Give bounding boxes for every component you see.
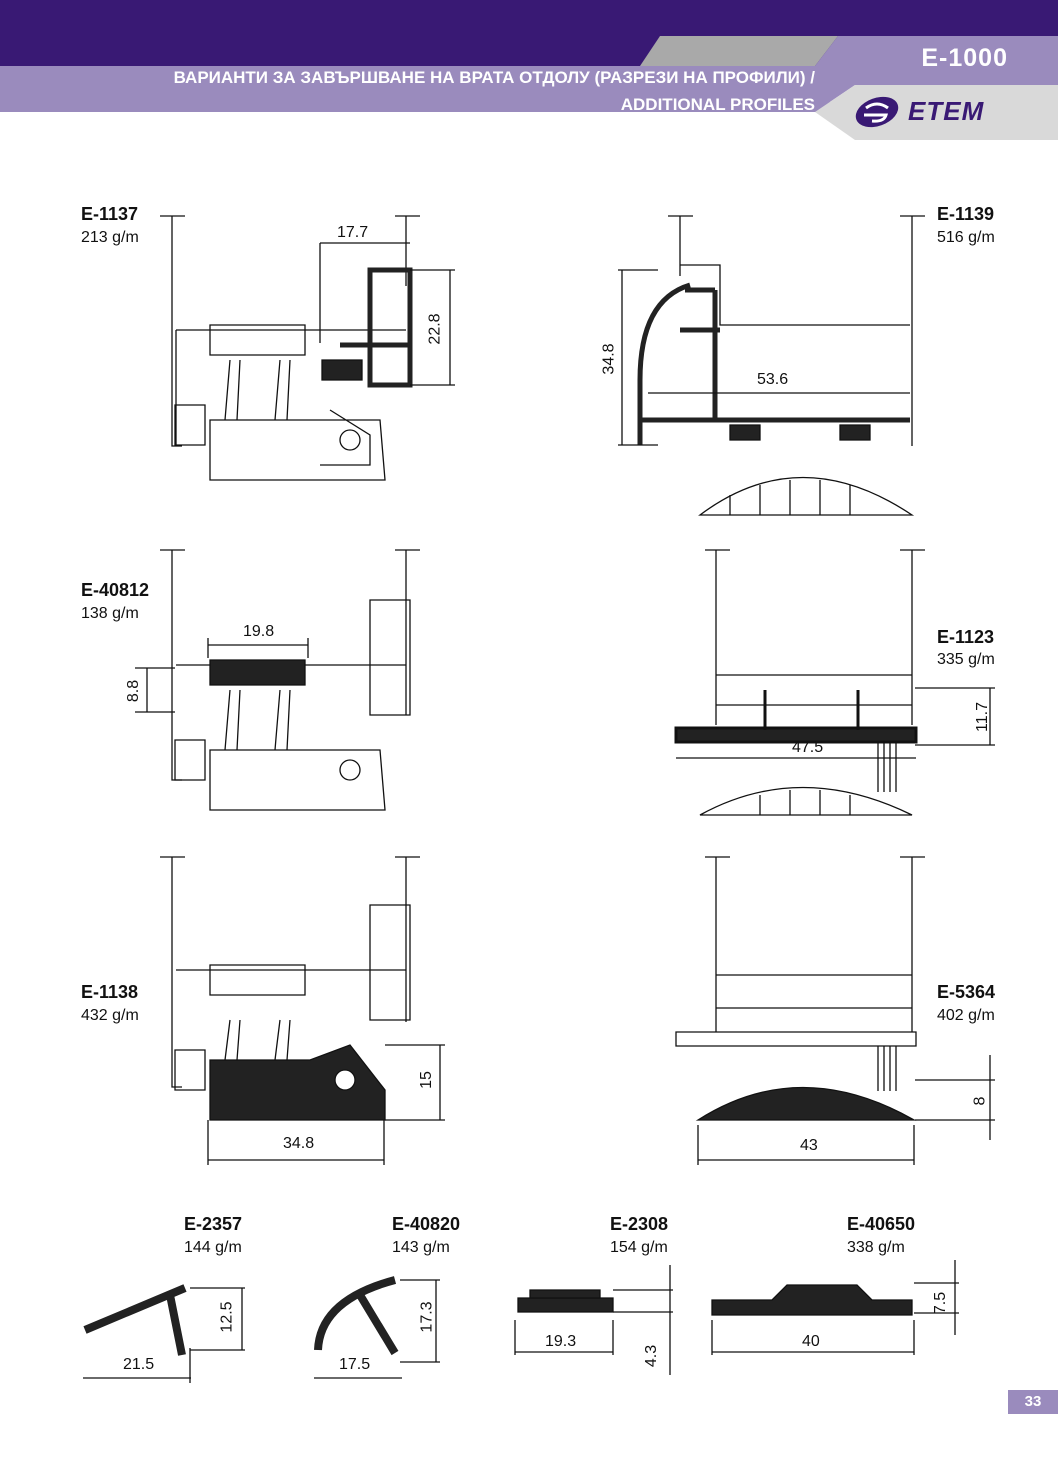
drawing-e-5364 — [675, 856, 995, 1165]
profile-name: E-1139 — [937, 204, 995, 224]
etem-logo-icon — [855, 96, 899, 128]
dimension-label: 17.7 — [337, 224, 369, 241]
dimension-label: 40 — [802, 1333, 820, 1350]
dimension-label: 53.6 — [757, 371, 789, 388]
dimension-label: 7.5 — [932, 1291, 950, 1315]
dimension-label: 11.7 — [973, 702, 991, 732]
profile-weight: 143 g/m — [392, 1239, 450, 1256]
drawing-e-1123 — [674, 549, 995, 816]
profile-weight: 154 g/m — [610, 1239, 668, 1256]
profile-weight: 516 g/m — [937, 229, 995, 246]
profile-name: E-40812 — [81, 580, 150, 600]
series-code: E-1000 — [921, 44, 1008, 72]
drawing-e-1138 — [160, 856, 445, 1165]
logo-text: ETEM — [908, 96, 985, 126]
page-title: ВАРИАНТИ ЗА ЗАВЪРШВАНЕ НА ВРАТА ОТДОЛУ (… — [80, 64, 815, 118]
profile-weight: 213 g/m — [81, 229, 139, 246]
profile-name: E-2308 — [610, 1214, 669, 1234]
dimension-label: 8 — [971, 1096, 989, 1106]
profile-weight: 144 g/m — [184, 1239, 242, 1256]
drawing-e-40650 — [711, 1260, 959, 1355]
profile-name: E-2357 — [184, 1214, 243, 1234]
dimension-label: 47.5 — [792, 739, 824, 756]
profile-name: E-40650 — [847, 1214, 916, 1234]
page-number: 33 — [1008, 1390, 1058, 1414]
profile-weight: 432 g/m — [81, 1007, 139, 1024]
dimension-label: 17.5 — [339, 1356, 371, 1373]
profile-weight: 402 g/m — [937, 1007, 995, 1024]
title-english: ADDITIONAL PROFILES — [620, 95, 815, 114]
dimension-label: 8.8 — [125, 679, 143, 703]
dimension-label: 21.5 — [123, 1356, 155, 1373]
header-title-band — [0, 66, 830, 112]
drawing-e-1137 — [160, 215, 455, 481]
dimension-label: 19.3 — [545, 1333, 577, 1350]
drawing-e-40820 — [314, 1276, 440, 1379]
profile-name: E-1138 — [81, 982, 139, 1002]
dimension-label: 12.5 — [218, 1301, 236, 1333]
profile-weight: 335 g/m — [937, 651, 995, 668]
profile-weight: 138 g/m — [81, 605, 139, 622]
dimension-label: 22.8 — [426, 313, 444, 345]
dimension-label: 19.8 — [243, 623, 275, 640]
drawing-e-1139 — [618, 215, 925, 516]
title-bulgarian: ВАРИАНТИ ЗА ЗАВЪРШВАНЕ НА ВРАТА ОТДОЛУ (… — [173, 68, 815, 87]
drawing-e-2308 — [514, 1265, 673, 1375]
profile-name: E-5364 — [937, 982, 996, 1002]
dimension-label: 43 — [800, 1137, 818, 1154]
dimension-label: 17.3 — [418, 1301, 436, 1333]
header-shapes — [640, 36, 1058, 140]
drawing-e-40812 — [135, 549, 420, 811]
dimension-label: 4.3 — [643, 1344, 661, 1368]
dimension-label: 34.8 — [283, 1135, 315, 1152]
dimension-label: 34.8 — [600, 343, 618, 375]
profile-name: E-40820 — [392, 1214, 461, 1234]
drawing-e-2357 — [83, 1284, 245, 1383]
profile-name: E-1137 — [81, 204, 139, 224]
dimension-label: 15 — [417, 1071, 435, 1089]
profile-name: E-1123 — [937, 627, 995, 647]
profile-weight: 338 g/m — [847, 1239, 905, 1256]
